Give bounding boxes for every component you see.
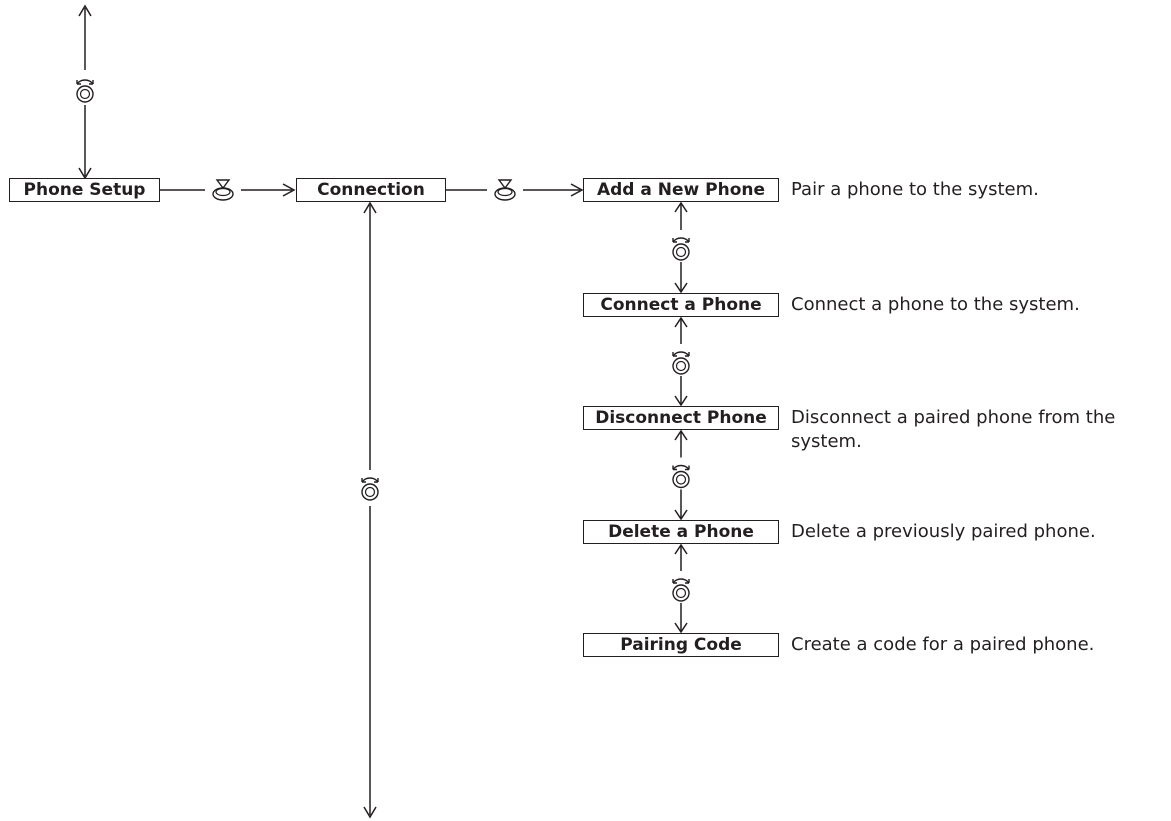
top-connector	[78, 4, 92, 180]
description-delete-a-phone: Delete a previously paired phone.	[791, 521, 1096, 542]
menu-item-connection[interactable]: Connection	[296, 178, 446, 202]
rotate-knob-icon	[672, 351, 690, 375]
connector-connection-to-add	[446, 183, 584, 197]
submenu-vertical-connectors	[674, 201, 688, 634]
connector-setup-to-connection	[160, 183, 296, 197]
menu-item-phone-setup[interactable]: Phone Setup	[9, 178, 160, 202]
connection-vertical-connector	[363, 201, 377, 819]
description-connect-a-phone: Connect a phone to the system.	[791, 294, 1080, 315]
menu-item-add-a-new-phone[interactable]: Add a New Phone	[583, 178, 779, 202]
press-knob-icon	[212, 179, 234, 201]
rotate-knob-icon	[672, 237, 690, 261]
rotate-knob-icon	[672, 578, 690, 602]
rotate-knob-icon	[361, 477, 379, 501]
description-add-a-new-phone: Pair a phone to the system.	[791, 179, 1039, 200]
menu-item-pairing-code[interactable]: Pairing Code	[583, 633, 779, 657]
description-disconnect-phone: Disconnect a paired phone from the syste…	[791, 407, 1116, 452]
menu-item-delete-a-phone[interactable]: Delete a Phone	[583, 520, 779, 544]
menu-item-disconnect-phone[interactable]: Disconnect Phone	[583, 406, 779, 430]
description-pairing-code: Create a code for a paired phone.	[791, 634, 1095, 655]
press-knob-icon	[494, 179, 516, 201]
rotate-knob-icon	[76, 79, 94, 103]
rotate-knob-icon	[672, 464, 690, 489]
menu-item-connect-a-phone[interactable]: Connect a Phone	[583, 293, 779, 317]
